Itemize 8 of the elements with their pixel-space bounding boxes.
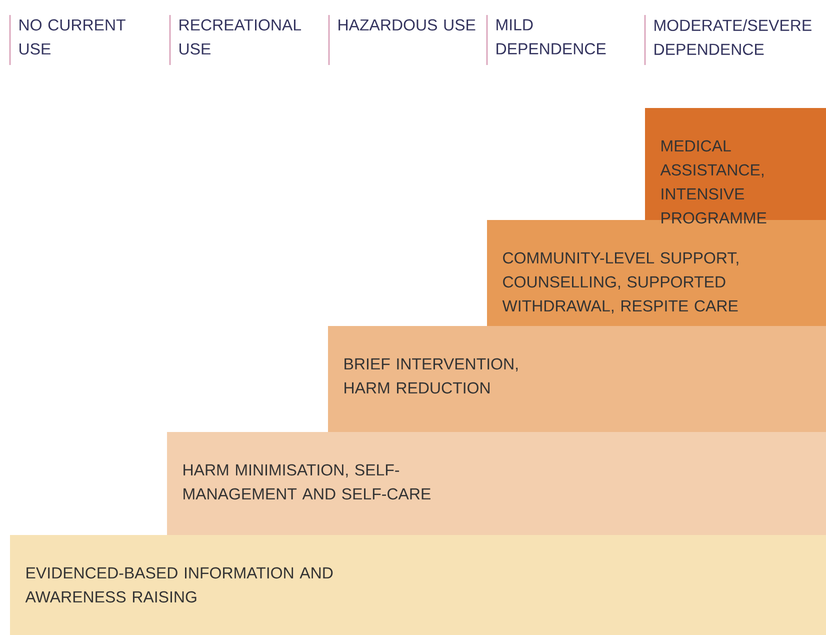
step-block: HARM MINIMISATION, SELF-MANAGEMENT AND SELF-CARE (167, 432, 826, 535)
step-block: BRIEF INTERVENTION, HARM REDUCTION (328, 326, 826, 432)
step-block: EVIDENCED-BASED INFORMATION AND AWARENESS RAISING (10, 535, 826, 635)
column-heading: HAZARDOUS USE (338, 19, 476, 31)
column-heading: MODERATE/SEVERE DEPENDENCE (654, 19, 812, 55)
column-heading: MILD DEPENDENCE (496, 19, 606, 54)
column-heading: NO CURRENT USE (20, 19, 126, 55)
column-heading: RECREATIONAL USE (180, 19, 302, 55)
